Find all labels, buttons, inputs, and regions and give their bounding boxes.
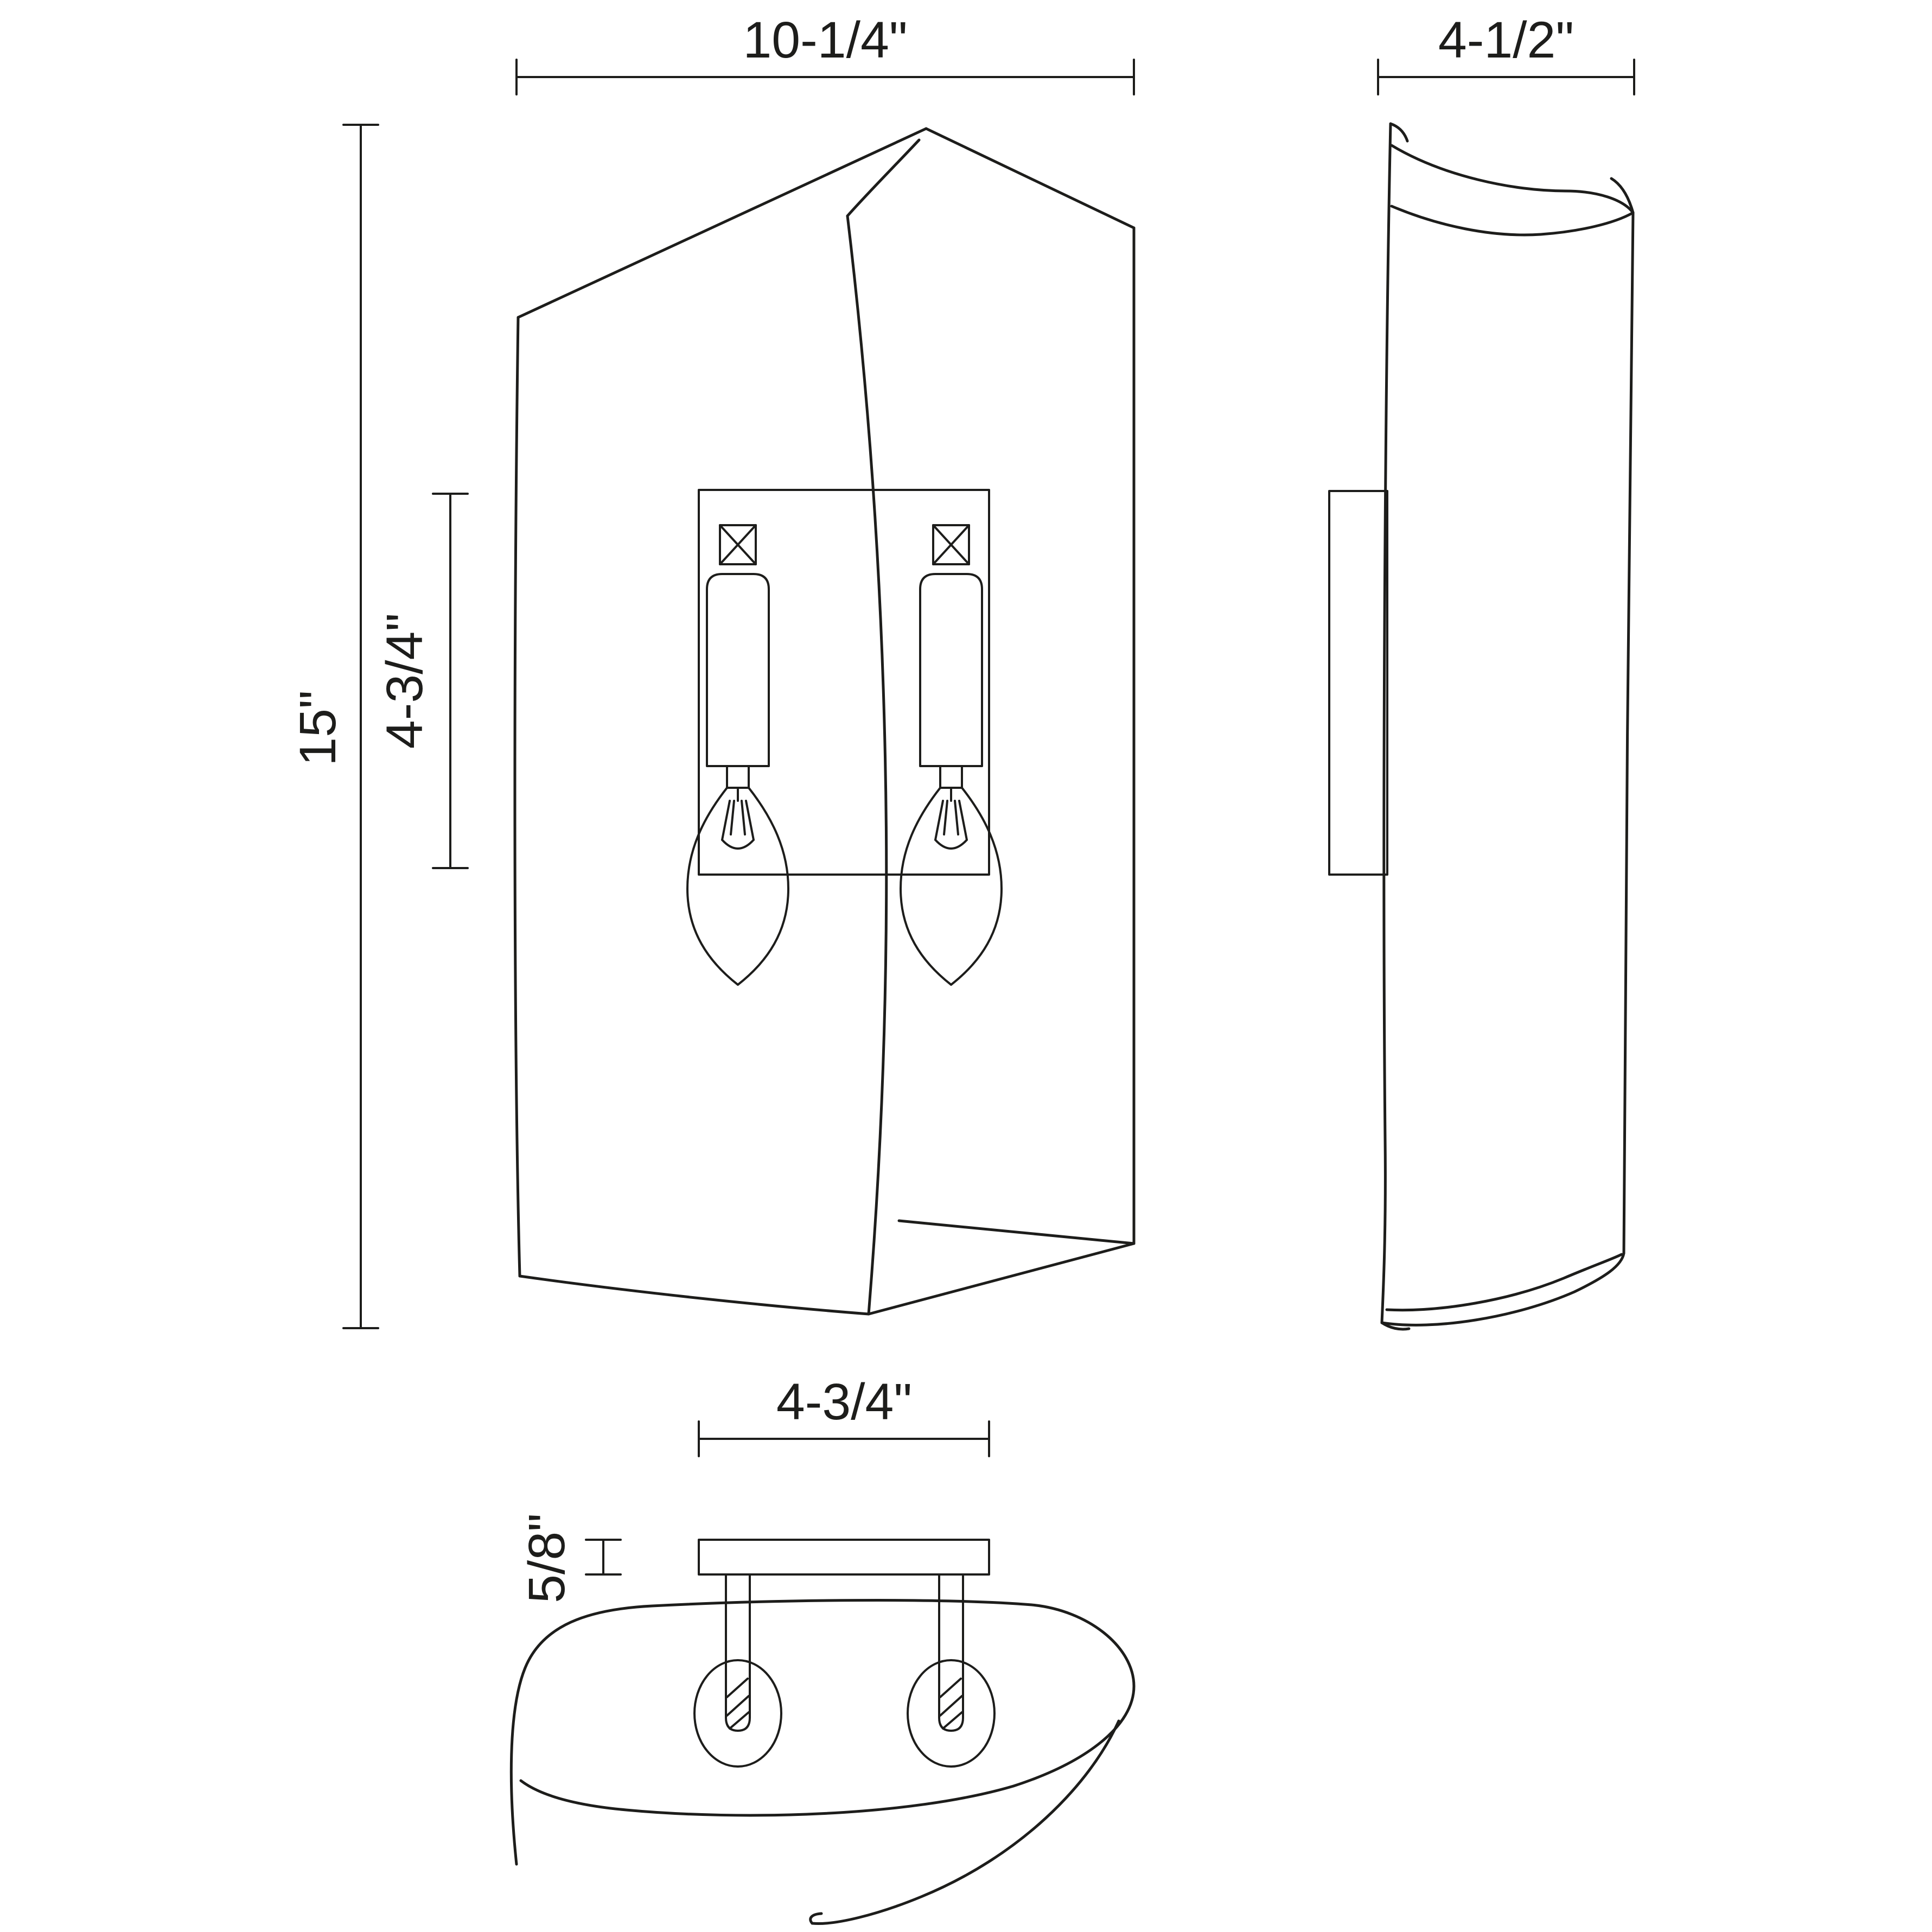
front-bottom-fold-outer xyxy=(867,1242,1136,1316)
lamp-left-socket-neck xyxy=(726,765,750,789)
bottom-lamp-left-bulb xyxy=(693,1659,782,1768)
dim-front-height: 15" xyxy=(289,124,379,1329)
dim-plate-depth: 5/8" xyxy=(518,1513,622,1603)
dim-backplate-height-label: 4-3/4" xyxy=(376,613,433,749)
lamp-right-filament xyxy=(934,787,968,850)
front-apex-inner-fold xyxy=(846,138,921,218)
front-top-edge-right xyxy=(924,127,1136,229)
dim-plate-depth-label: 5/8" xyxy=(518,1513,576,1603)
dim-plate-width-label: 4-3/4" xyxy=(776,1373,912,1431)
bottom-lamp-left xyxy=(693,1573,782,1768)
side-top-curl-lower xyxy=(1390,205,1635,237)
front-top-edge-left xyxy=(517,127,928,319)
dim-front-width: 10-1/4" xyxy=(515,11,1135,95)
lamp-left-candle-sleeve xyxy=(706,573,770,767)
bottom-mounting-plate xyxy=(698,1539,990,1576)
bottom-lamp-left-socket-hatch xyxy=(726,1678,750,1730)
side-top-hook xyxy=(1389,122,1409,143)
dim-front-height-label: 15" xyxy=(289,690,347,766)
side-view xyxy=(1328,122,1635,1331)
side-bottom-curl-inner xyxy=(1385,1253,1623,1312)
dim-side-width: 4-1/2" xyxy=(1377,11,1635,95)
lamp-right xyxy=(900,524,1003,986)
lamp-right-bulb xyxy=(900,787,1003,986)
bottom-lamp-right xyxy=(907,1573,996,1768)
bottom-lamp-right-bulb xyxy=(907,1659,996,1768)
lamp-left-bulb xyxy=(686,787,789,986)
dim-plate-width: 4-3/4" xyxy=(698,1373,990,1457)
front-middle-fold xyxy=(846,214,888,1316)
bottom-shade-tail-hook xyxy=(809,1912,823,1925)
side-right-edge xyxy=(1622,211,1635,1255)
lamp-right-socket-neck xyxy=(939,765,963,789)
lamp-left xyxy=(686,524,789,986)
lamp-right-socket-hatch xyxy=(932,524,970,565)
dim-backplate-height: 4-3/4" xyxy=(376,493,469,869)
front-view xyxy=(513,127,1136,1316)
front-bottom-fold-inner xyxy=(897,1219,1136,1245)
side-wall-plate xyxy=(1328,490,1388,876)
side-top-curl-upper xyxy=(1390,144,1635,214)
lamp-left-socket-hatch xyxy=(719,524,757,565)
bottom-shade-tail xyxy=(811,1719,1120,1925)
bottom-shade-outline xyxy=(509,1599,1136,1866)
bottom-lamp-left-socket-tube xyxy=(725,1573,751,1732)
bottom-lamp-right-socket-hatch xyxy=(939,1678,963,1730)
side-top-tip-hook xyxy=(1610,177,1635,214)
dim-front-width-label: 10-1/4" xyxy=(743,11,907,69)
lamp-backplate xyxy=(698,489,990,876)
lamp-right-candle-sleeve xyxy=(919,573,983,767)
bottom-view xyxy=(509,1539,1136,1925)
side-bottom-curl-outer xyxy=(1380,1252,1625,1327)
front-left-edge xyxy=(513,316,521,1278)
side-bottom-hook xyxy=(1380,1321,1411,1331)
front-bottom-edge xyxy=(518,1274,870,1316)
dim-side-width-label: 4-1/2" xyxy=(1438,11,1574,69)
side-left-edge xyxy=(1380,122,1392,1324)
bottom-lamp-right-socket-tube xyxy=(938,1573,964,1732)
lamp-left-filament xyxy=(721,787,755,850)
